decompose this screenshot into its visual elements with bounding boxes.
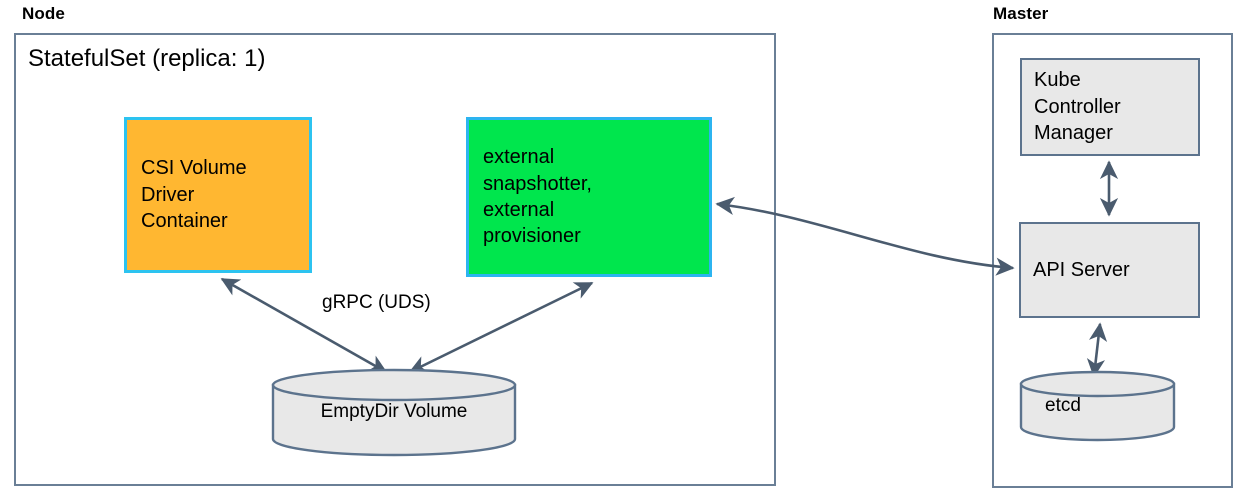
api-server-box[interactable]: API Server	[1019, 222, 1200, 318]
kube-controller-manager-box[interactable]: Kube Controller Manager	[1020, 58, 1200, 156]
statefulset-title: StatefulSet (replica: 1)	[28, 45, 266, 72]
csi-volume-driver-container-label: CSI Volume Driver Container	[141, 157, 247, 233]
api-server-label: API Server	[1033, 258, 1130, 281]
master-group-label: Master	[993, 4, 1049, 23]
external-sidecars-label: external snapshotter, external provision…	[483, 146, 592, 248]
node-group-label: Node	[22, 4, 65, 23]
emptydir-volume-cylinder[interactable]: EmptyDir Volume	[270, 368, 518, 457]
csi-volume-driver-container-box[interactable]: CSI Volume Driver Container	[124, 117, 312, 273]
etcd-label: etcd	[1045, 395, 1081, 416]
etcd-cylinder[interactable]: etcd	[1019, 370, 1176, 442]
kube-controller-manager-label: Kube Controller Manager	[1034, 69, 1121, 145]
emptydir-volume-label: EmptyDir Volume	[320, 401, 468, 422]
grpc-edge-label: gRPC (UDS)	[322, 292, 431, 313]
external-sidecars-box[interactable]: external snapshotter, external provision…	[466, 117, 712, 277]
